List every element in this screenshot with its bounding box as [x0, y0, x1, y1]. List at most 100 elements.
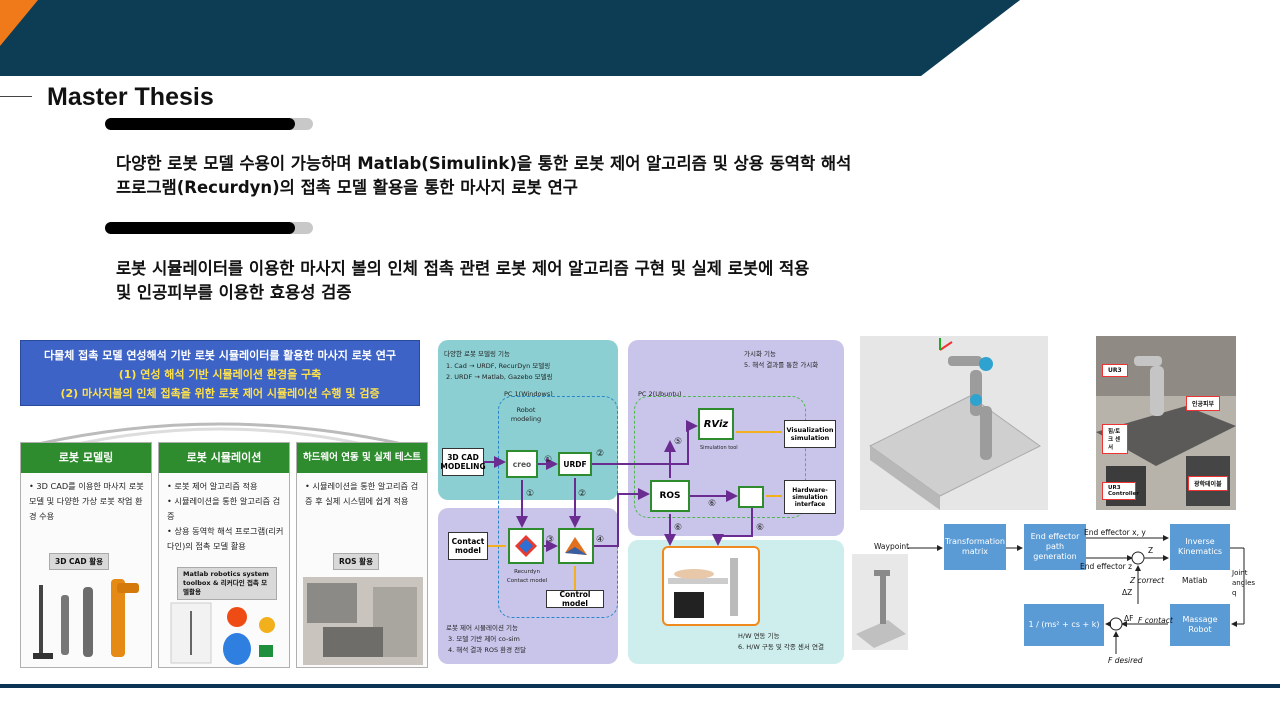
control-model-box: Control model [546, 590, 604, 608]
real-robot-photo: UR3 인공피부 힘/토크 센서 UR3 Controller 광학테이블 [1096, 336, 1236, 510]
transformation-matrix-block: Transformation matrix [944, 524, 1006, 570]
paragraph-1-line-1: 다양한 로봇 모델 수용이 가능하며 Matlab(Simulink)을 통한 … [116, 154, 852, 173]
column-2-text-1: • 로봇 제어 알고리즘 적용 [167, 481, 258, 491]
paragraph-2: 로봇 시뮬레이터를 이용한 마사지 볼의 인체 접촉 관련 로봇 제어 알고리즘… [116, 257, 1016, 305]
step-2b-label: ② [578, 489, 587, 499]
footer-line [0, 684, 1280, 688]
step-3-label: ③ [546, 535, 555, 545]
step-5-label: ⑤ [674, 437, 683, 447]
step-4-label: ④ [596, 535, 605, 545]
delta-z-label: ΔZ [1122, 588, 1133, 597]
bottom-right-item: 6. H/W 구동 및 각종 센서 연결 [738, 643, 824, 651]
step-6-label: ⑥ [708, 499, 717, 509]
column-2-title: 로봇 시뮬레이션 [159, 443, 289, 473]
simulation-tool-label: Simulation tool [700, 445, 738, 451]
paragraph-2-line-2: 및 인공피부를 이용한 효용성 검증 [116, 283, 352, 302]
step-1b-label: ① [526, 489, 535, 499]
end-effector-xy-label: End effector x, y [1084, 528, 1146, 537]
right-feature-item: 5. 해석 결과를 통한 가시화 [744, 361, 819, 369]
divider-pill-2 [105, 222, 313, 234]
left-feature-item-1: 1. Cad → URDF, RecurDyn 모델링 [446, 362, 551, 370]
step-6b-label: ⑥ [674, 523, 683, 533]
contact-model-box: Contact model [448, 532, 488, 560]
transfer-function-block: 1 / (ms² + cs + k) [1024, 604, 1104, 646]
rviz-box: RViz [698, 408, 734, 440]
matlab-label: Matlab [1182, 576, 1208, 585]
column-hardware-test: 하드웨어 연동 및 실제 테스트 • 시뮬레이션을 통한 알고리즘 검증 후 실… [296, 442, 428, 668]
simulated-ur-robot [869, 338, 1041, 510]
recurdyn-box [508, 528, 544, 564]
waypoint-label: Waypoint [874, 542, 910, 551]
inverse-kinematics-block: Inverse Kinematics [1170, 524, 1230, 570]
header-orange-corner [0, 0, 38, 46]
overview-banner: 다물체 접촉 모델 연성해석 기반 로봇 시뮬레이터를 활용한 마사지 로봇 연… [20, 340, 420, 406]
creo-box: creo [506, 450, 538, 478]
page-title: Master Thesis [47, 83, 214, 111]
column-3-text: • 시뮬레이션을 통한 알고리즘 검증 후 실제 시스템에 쉽게 적용 [305, 481, 419, 506]
left-feature-title: 다양한 로봇 모델링 기능 [444, 350, 510, 358]
cad-modeling-box: 3D CAD MODELING [440, 448, 486, 476]
f-desired-label: F desired [1108, 656, 1143, 665]
step-2-label: ② [596, 449, 605, 459]
robot-modeling-label: Robot modeling [510, 406, 542, 423]
simulation-robot-image [860, 336, 1048, 510]
system-architecture-figure: 다양한 로봇 모델링 기능 1. Cad → URDF, RecurDyn 모델… [438, 340, 844, 665]
hardware-photo [303, 577, 423, 665]
column-robot-simulation: 로봇 시뮬레이션 • 로봇 제어 알고리즘 적용 • 시뮬레이션을 통한 알고리… [158, 442, 290, 668]
step-1-label: ① [544, 455, 553, 465]
waypoint-robot-image [852, 554, 908, 650]
banner-line-1: 다물체 접촉 모델 연성해석 기반 로봇 시뮬레이터를 활용한 마사지 로봇 연… [43, 349, 396, 362]
force-sensor-label: 힘/토크 센서 [1102, 424, 1128, 454]
divider-pill-1 [105, 118, 313, 130]
column-2-chip: Matlab robotics system toolbox & 리커다인 접촉… [177, 567, 277, 600]
end-effector-z-label: End effector z [1080, 562, 1133, 571]
matlab-box [558, 528, 594, 564]
header-band [0, 0, 1020, 76]
z-correct-label: Z correct [1130, 576, 1165, 585]
column-robot-modeling: 로봇 모델링 • 3D CAD를 이용한 마사지 로봇 모델 및 다양한 가상 … [20, 442, 152, 668]
z-label: Z [1148, 546, 1154, 555]
massage-robot-block: Massage Robot [1170, 604, 1230, 646]
column-3-title: 하드웨어 연동 및 실제 테스트 [297, 443, 427, 473]
matlab-logo-icon [565, 537, 587, 555]
simulation-images [170, 602, 275, 665]
f-contact-label: F contact [1138, 616, 1173, 625]
paragraph-1: 다양한 로봇 모델 수용이 가능하며 Matlab(Simulink)을 통한 … [116, 152, 1016, 200]
step-6c-label: ⑥ [756, 523, 765, 533]
column-1-text: • 3D CAD를 이용한 마사지 로봇 모델 및 다양한 가상 로봇 작업 환… [29, 481, 144, 521]
path-generation-block: End effector path generation [1024, 524, 1086, 570]
delta-f-label: ΔF [1124, 614, 1134, 623]
left-feature-item-2: 2. URDF → Matlab, Gazebo 모델링 [446, 373, 553, 381]
paragraph-2-line-1: 로봇 시뮬레이터를 이용한 마사지 볼의 인체 접촉 관련 로봇 제어 알고리즘… [116, 259, 810, 278]
header-navy-shape [0, 0, 1020, 76]
column-3-chip: ROS 활용 [333, 553, 379, 570]
banner-line-2: (1) 연성 해석 기반 시뮬레이션 환경을 구축 [118, 368, 322, 381]
column-1-title: 로봇 모델링 [21, 443, 151, 473]
column-1-chip: 3D CAD 활용 [49, 553, 110, 570]
hardware-photo-frame [662, 546, 760, 626]
research-overview-figure: 다물체 접촉 모델 연성해석 기반 로봇 시뮬레이터를 활용한 마사지 로봇 연… [18, 336, 428, 668]
bottom-left-item-2: 4. 해석 결과 ROS 환경 전달 [448, 646, 527, 654]
arc-decoration [37, 422, 403, 446]
optical-table-label: 광학테이블 [1188, 476, 1228, 491]
joint-angles-label: Joint angles q [1232, 569, 1256, 597]
robot-arms-image [33, 579, 139, 659]
bottom-right-title: H/W 연동 기능 [738, 632, 780, 640]
hardware-setup-image [668, 558, 738, 618]
artificial-skin-label: 인공피부 [1186, 396, 1221, 411]
recurdyn-logo-icon [515, 535, 537, 557]
recurdyn-label: Recurdyn Contact model [506, 569, 548, 584]
hardware-simulation-box: Hardware-simulation interface [784, 480, 836, 514]
column-2-text-2: • 시뮬레이션을 통한 알고리즘 검증 [167, 496, 281, 521]
banner-line-3: (2) 마사지볼의 인체 접촉을 위한 로봇 제어 시뮬레이션 수행 및 검증 [60, 387, 380, 400]
visualization-simulation-box: Visualization simulation [784, 420, 836, 448]
column-2-text: • 로봇 제어 알고리즘 적용 • 시뮬레이션을 통한 알고리즘 검증 • 상용… [167, 479, 285, 554]
paragraph-1-line-2: 프로그램(Recurdyn)의 접촉 모델 활용을 통한 마사지 로봇 연구 [116, 178, 578, 197]
pc1-label: PC 1(Windows) [504, 390, 553, 398]
ur3-label: UR3 [1102, 364, 1128, 377]
control-block-diagram: Waypoint Transformation matrix End effec… [852, 518, 1256, 668]
right-feature-title: 가시화 기능 [744, 350, 776, 358]
ros-box: ROS [650, 480, 690, 512]
pc2-label: PC 2(Ubuntu) [638, 390, 682, 398]
